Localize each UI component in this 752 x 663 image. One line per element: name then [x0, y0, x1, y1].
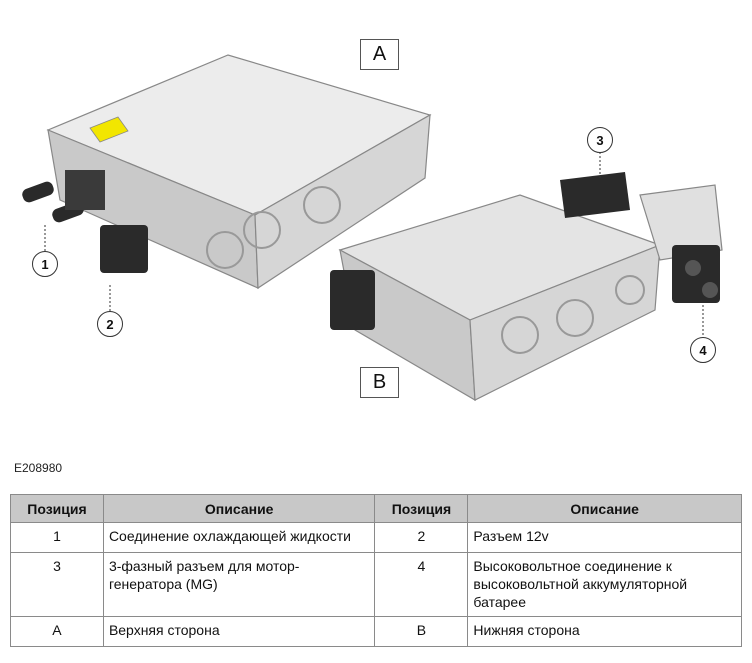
header-position-1: Позиция — [10, 494, 104, 523]
table-header-row: Позиция Описание Позиция Описание — [10, 494, 742, 523]
figure-id: E208980 — [14, 461, 63, 475]
table-row: 1 Соединение охлаждающей жидкости 2 Разъ… — [10, 522, 742, 553]
table-cell: Разъем 12v — [467, 522, 742, 553]
table-cell: Соединение охлаждающей жидкости — [102, 522, 376, 553]
table-cell: A — [10, 616, 104, 647]
table-row: 3 3-фазный разъем для мотор-генератора (… — [10, 552, 742, 617]
inverter-illustration: A B 1 2 3 4 — [22, 39, 723, 402]
table-cell: 3-фазный разъем для мотор-генератора (MG… — [102, 552, 376, 617]
view-label-b: B — [360, 367, 399, 398]
header-description-1: Описание — [102, 494, 376, 523]
table-cell: 2 — [374, 522, 469, 553]
table-cell: 3 — [10, 552, 104, 617]
unit-b-bottom-side — [330, 172, 723, 402]
table-cell: 1 — [10, 522, 104, 553]
unit-a-top-side — [22, 54, 432, 290]
callout-2: 2 — [97, 311, 123, 337]
table-cell: Высоковольтное соединение к высоковольтн… — [467, 552, 742, 617]
coolant-pipe-icon — [22, 181, 54, 203]
callout-1: 1 — [32, 251, 58, 277]
header-description-2: Описание — [467, 494, 742, 523]
view-label-a: A — [360, 39, 399, 70]
table-row: A Верхняя сторона B Нижняя сторона — [10, 616, 742, 647]
table-cell: 4 — [374, 552, 469, 617]
header-position-2: Позиция — [374, 494, 469, 523]
inverter-drawing — [22, 54, 723, 402]
table-cell: Верхняя сторона — [102, 616, 376, 647]
callout-3: 3 — [587, 127, 613, 153]
callout-4: 4 — [690, 337, 716, 363]
table-cell: Нижняя сторона — [467, 616, 742, 647]
connector-12v-icon — [100, 225, 148, 273]
table-cell: B — [374, 616, 469, 647]
legend-table: Позиция Описание Позиция Описание 1 Соед… — [10, 494, 742, 647]
three-phase-connector-icon — [560, 172, 630, 218]
warning-label-icon — [89, 116, 129, 143]
